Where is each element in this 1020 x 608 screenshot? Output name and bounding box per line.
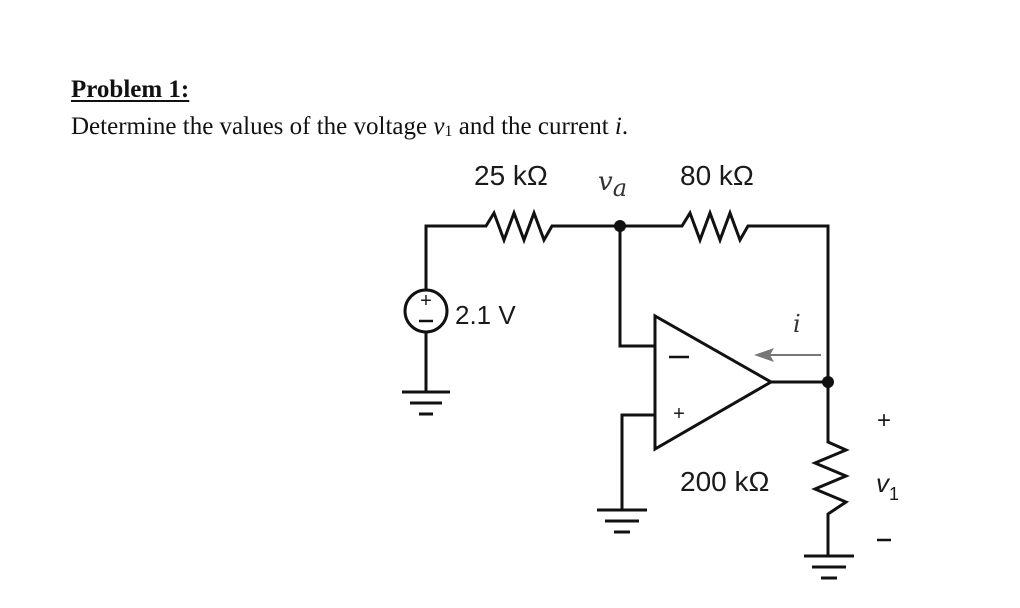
opamp-noninverting: + [673,403,685,425]
source-circle-icon [403,288,449,334]
wire-va-inverting [618,226,655,348]
wire-output [771,380,830,440]
node-va-var: v [598,167,613,197]
ground-source-icon [402,390,450,416]
opamp-triangle-icon [653,313,775,452]
question-end: . [621,113,629,140]
wires [424,224,830,552]
resistor-25k [480,208,562,245]
node-va-dot [614,220,626,232]
node-va-sub: a [613,174,627,202]
current-label: i [793,310,801,338]
source-plus: + [420,290,432,312]
problem-title: Problem 1: [71,76,190,103]
resistor-200k-label: 200 kΩ [680,466,769,497]
resistor-80k [668,208,750,245]
question-prefix: Determine the values of the voltage [71,113,434,140]
source-label: 2.1 V [455,300,516,330]
ground-noninverting-icon [597,500,647,534]
resistor-200k [811,440,850,522]
resistor-80k-label: 80 kΩ [680,160,754,191]
wire-left-top [424,224,480,290]
ground-output-icon [804,552,854,580]
node-output-dot [822,376,834,388]
wire-noninverting-ground [620,413,655,500]
v1-var: v [876,468,891,498]
problem-question: Determine the values of the voltage v1 a… [71,113,628,141]
v1-label: v1 [876,468,899,504]
node-va-label: va [598,167,627,202]
opamp: + [653,313,775,452]
question-voltage-sub: 1 [444,123,453,140]
v1-plus: + [877,407,891,434]
wire-r2-right [750,224,830,382]
question-mid: and the current [452,113,615,140]
question-voltage-var: v [433,113,445,140]
current-arrow-icon [754,348,821,362]
resistor-25k-label: 25 kΩ [474,160,548,191]
voltage-source: + [403,288,449,334]
v1-sub: 1 [889,484,899,504]
question-current-var: i [614,113,622,140]
